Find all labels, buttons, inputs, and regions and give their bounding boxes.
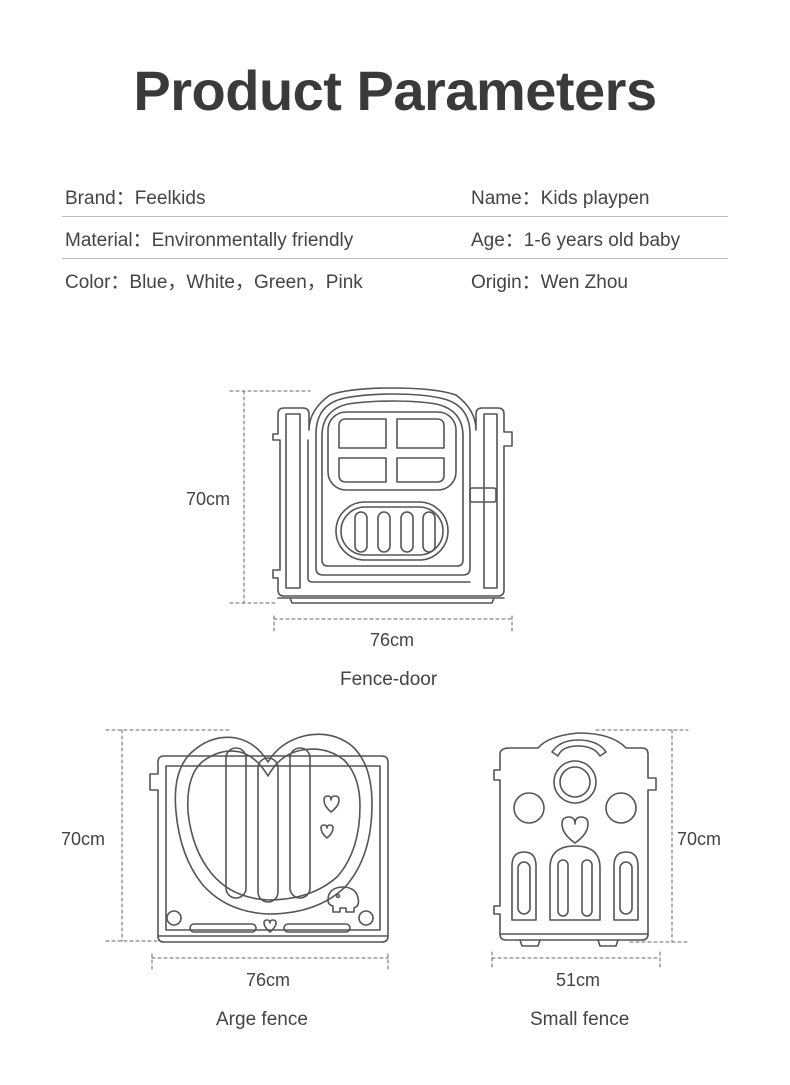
small-height-label: 70cm	[677, 829, 722, 849]
param-name: Name：Kids playpen	[471, 188, 650, 209]
param-color: Color：Blue，White，Green，Pink	[65, 272, 363, 293]
large-fence-drawing	[105, 729, 389, 971]
param-material: Material：Environmentally friendly	[65, 230, 354, 251]
param-row: Material：Environmentally friendly Age：1-…	[62, 217, 728, 259]
param-origin: Origin：Wen Zhou	[471, 272, 628, 293]
door-height-label: 70cm	[186, 489, 231, 509]
large-caption: Arge fence	[216, 1009, 308, 1030]
small-width-label: 51cm	[556, 970, 601, 990]
large-width-label: 76cm	[246, 970, 291, 990]
small-caption: Small fence	[530, 1009, 630, 1030]
door-width-label: 76cm	[370, 630, 415, 650]
param-age: Age：1-6 years old baby	[471, 230, 681, 251]
large-height-label: 70cm	[61, 829, 106, 849]
param-brand: Brand：Feelkids	[65, 188, 206, 209]
parameters-table: Brand：Feelkids Name：Kids playpen Materia…	[62, 175, 728, 300]
door-caption: Fence-door	[340, 669, 438, 690]
page-title: Product Parameters	[133, 59, 657, 122]
param-row: Color：Blue，White，Green，Pink Origin：Wen Z…	[62, 259, 728, 300]
param-row: Brand：Feelkids Name：Kids playpen	[62, 175, 728, 217]
fence-door-drawing	[229, 387, 513, 633]
small-fence-drawing	[491, 729, 689, 969]
